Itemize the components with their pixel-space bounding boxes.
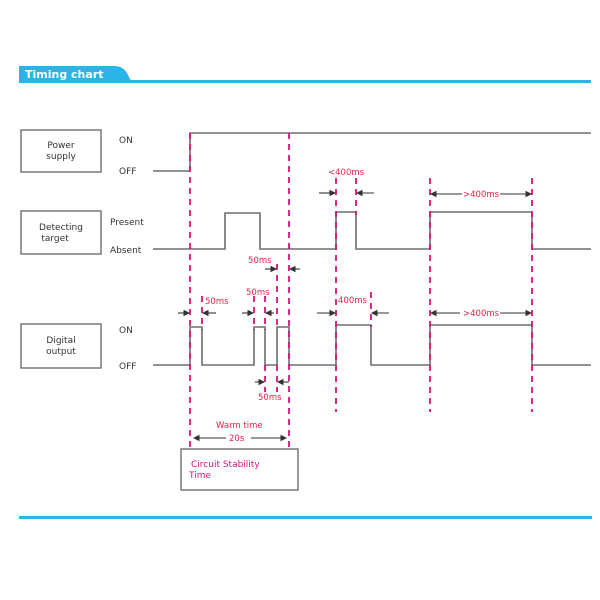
detect-name-line2: target (41, 234, 69, 244)
output-name-line1: Digital (46, 336, 75, 346)
footer-rule (19, 516, 592, 519)
output-high-label: ON (119, 326, 133, 336)
stability-line1: Circuit Stability (191, 460, 260, 470)
output-low-label: OFF (119, 362, 136, 372)
detect-name-line1: Detecting (39, 223, 83, 233)
label-gt400ms-detect: >400ms (463, 190, 500, 200)
circuit-stability-box: Circuit Stability Time (180, 448, 299, 491)
signal-label-output: Digital output (20, 323, 102, 369)
signal-label-detect: Detecting target (20, 210, 102, 255)
power-name-line2: supply (46, 152, 76, 162)
label-warm-time: Warm time (216, 421, 263, 431)
power-high-label: ON (119, 136, 133, 146)
label-400ms: 400ms (338, 296, 368, 306)
label-50ms-detect: 50ms (248, 256, 272, 266)
label-50ms-c: 50ms (258, 393, 282, 403)
title-tab (19, 66, 131, 84)
power-name-line1: Power (47, 141, 75, 151)
signal-label-power: Power supply (20, 129, 102, 173)
label-50ms-a: 50ms (205, 297, 229, 307)
label-lt400ms: <400ms (328, 168, 365, 178)
label-50ms-b: 50ms (246, 288, 270, 298)
header-rule (19, 80, 591, 83)
section-title: Timing chart (25, 68, 104, 81)
power-waveform (153, 132, 591, 172)
detect-waveform (153, 211, 591, 250)
power-low-label: OFF (119, 167, 136, 177)
label-gt400ms-output: >400ms (463, 309, 500, 319)
output-waveform (153, 324, 591, 366)
stability-line2: Time (188, 471, 211, 481)
output-name-line2: output (46, 347, 76, 357)
detect-low-label: Absent (110, 246, 142, 256)
label-warm-value: 20s (229, 434, 245, 444)
section-header: Timing chart (19, 66, 591, 84)
detect-high-label: Present (110, 218, 144, 228)
